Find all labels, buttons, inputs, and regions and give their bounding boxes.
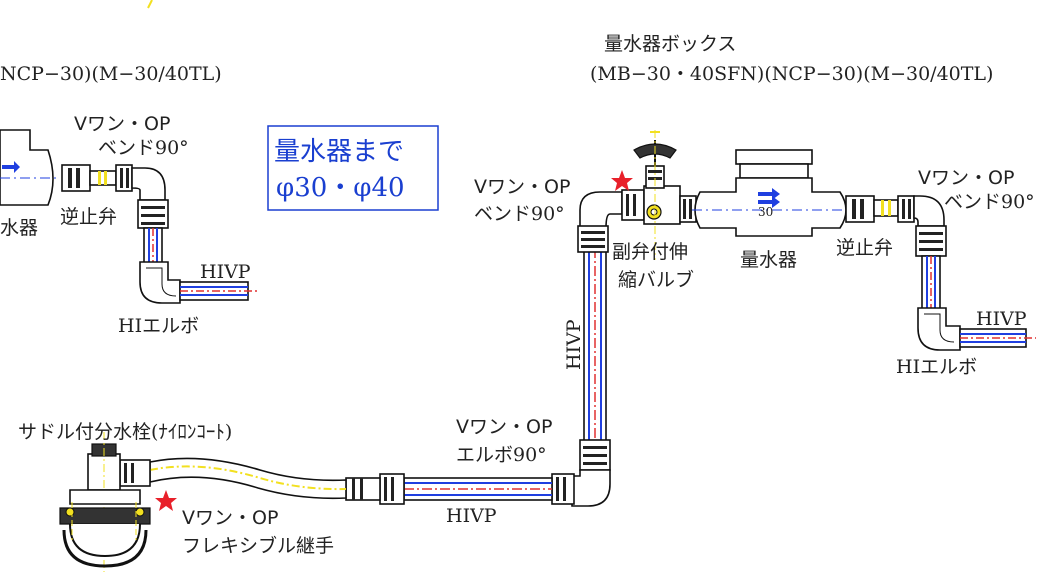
- right-bend-90: [913, 195, 947, 257]
- meter-box-models: (MB−30・40SFN)(NCP−30)(M−30/40TL): [590, 63, 993, 85]
- right-hi-elbow: [917, 307, 1036, 351]
- sub-valve-label-1: 副弁付伸: [612, 241, 688, 263]
- right-hi-elbow-label: HIエルボ: [896, 356, 977, 378]
- right-vertical-pipe: [921, 255, 941, 315]
- left-check-valve-label: 逆止弁: [60, 206, 117, 228]
- bottom-star-icon: [155, 490, 177, 511]
- vertical-main-pipe: [583, 247, 607, 445]
- elbow-label-2: エルボ90°: [456, 444, 547, 466]
- elbow-label-1: Vワン・OP: [456, 416, 552, 438]
- flex-label-2: フレキシブル継手: [182, 534, 334, 557]
- left-bend-90: [131, 167, 169, 229]
- left-bend-label-2: ベンド90°: [98, 137, 189, 159]
- flexible-joint: [149, 457, 405, 505]
- meter-label: 量水器: [740, 249, 797, 271]
- right-check-valve-label: 逆止弁: [836, 237, 893, 259]
- right-bend-label-1: Vワン・OP: [918, 167, 1014, 189]
- size-box: 量水器まで φ30・φ40: [267, 125, 439, 211]
- mid-bend-label-1: Vワン・OP: [474, 176, 570, 198]
- main-meter: 30: [692, 149, 850, 237]
- meter-size-label: 30: [758, 205, 773, 219]
- yellow-tick: [147, 0, 153, 9]
- size-box-line-2: φ30・φ40: [276, 173, 405, 203]
- saddle-faucet: [59, 432, 151, 572]
- left-check-valve: [61, 164, 133, 192]
- mid-bend-label-2: ベンド90°: [474, 203, 565, 225]
- sub-valve-label-2: 縮バルブ: [618, 268, 694, 291]
- left-hi-elbow-label: HIエルボ: [118, 315, 199, 337]
- left-models-label: NCP−30)(M−30/40TL): [0, 63, 222, 85]
- left-hi-elbow: [139, 261, 260, 304]
- left-hivp-label: HIVP: [200, 261, 251, 283]
- right-hivp-label: HIVP: [976, 308, 1027, 330]
- bottom-hivp-label: HIVP: [446, 505, 497, 527]
- right-bend-label-2: ベンド90°: [944, 191, 1035, 213]
- flex-label-1: Vワン・OP: [182, 507, 278, 529]
- bottom-horizontal-pipe: [403, 477, 553, 501]
- mid-bend-90: [577, 191, 623, 253]
- left-meter-label: 水器: [0, 217, 38, 239]
- left-meter-body: [0, 129, 60, 206]
- saddle-label: サドル付分水栓(ﾅｲﾛﾝｺｰﾄ): [18, 421, 232, 443]
- bottom-elbow-90: [551, 439, 611, 507]
- left-bend-label-1: Vワン・OP: [74, 113, 170, 135]
- size-box-line-1: 量水器まで: [274, 137, 404, 167]
- right-check-valve: [845, 195, 915, 223]
- meter-box-title: 量水器ボックス: [604, 33, 736, 55]
- vertical-hivp-label: HIVP: [563, 319, 585, 370]
- sub-valve: [621, 130, 697, 260]
- mid-star-icon: [611, 170, 633, 191]
